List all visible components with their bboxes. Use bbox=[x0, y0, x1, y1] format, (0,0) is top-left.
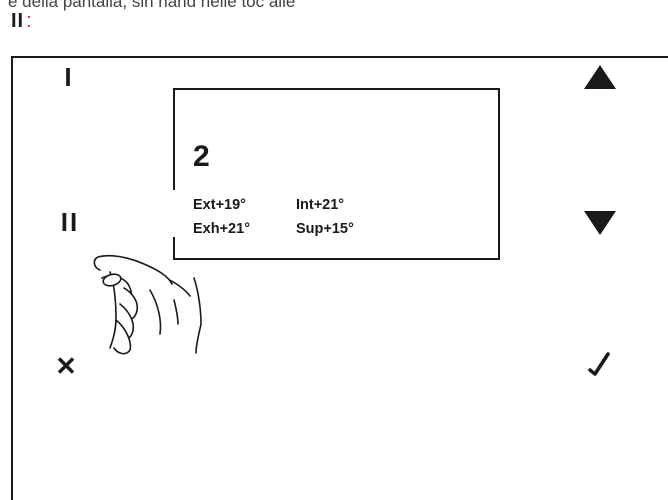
check-icon bbox=[586, 350, 612, 382]
up-button[interactable] bbox=[583, 62, 617, 92]
button-i-label: I bbox=[64, 62, 71, 93]
step-label-colon: : bbox=[26, 10, 33, 32]
button-ii-label: II bbox=[61, 207, 79, 238]
instruction-text: e della pantalla, sin hand nelle toc all… bbox=[8, 0, 295, 12]
down-button[interactable] bbox=[583, 208, 617, 238]
step-label: II: bbox=[11, 10, 33, 33]
button-ii[interactable]: II bbox=[50, 205, 90, 239]
button-i[interactable]: I bbox=[55, 60, 81, 94]
reading-supply: Sup+15° bbox=[296, 221, 354, 237]
step-label-text: II bbox=[11, 10, 24, 32]
pointing-hand-icon bbox=[86, 208, 216, 363]
cancel-button[interactable]: ✕ bbox=[52, 350, 80, 382]
confirm-button[interactable] bbox=[586, 350, 612, 382]
down-arrow-icon bbox=[583, 208, 617, 238]
cropped-instruction-text: e della pantalla, sin hand nelle toc all… bbox=[0, 0, 668, 14]
close-icon: ✕ bbox=[55, 351, 77, 382]
display-value: 2 bbox=[193, 140, 210, 174]
up-arrow-icon bbox=[583, 62, 617, 92]
display-border-left-top bbox=[173, 88, 175, 190]
reading-interior: Int+21° bbox=[296, 197, 344, 213]
